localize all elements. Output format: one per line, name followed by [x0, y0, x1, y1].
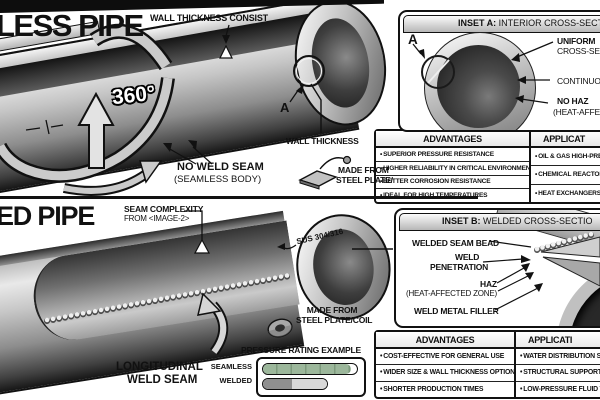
uniform-label-line2: CROSS-SE: [557, 46, 600, 56]
point-a-label: A: [280, 100, 290, 115]
welded-advantages-header: ADVANTAGES: [376, 332, 514, 349]
seamless-bar-label: SEAMLESS: [210, 362, 252, 371]
seam-complexity-label-line2: FROM <IMAGE-2>: [124, 214, 190, 223]
welded-advantages-column: ADVANTAGES COST-EFFECTIVE FOR GENERAL US…: [376, 332, 516, 397]
longitudinal-label-line1: LONGITUDINAL: [116, 361, 203, 373]
welded-pressure-fill: [263, 379, 327, 389]
advantage-item: SUPERIOR PRESSURE RESISTANCE: [376, 148, 529, 162]
seamless-body-label: (SEAMLESS BODY): [174, 174, 262, 185]
inset-b-panel: INSET B: WELDED CROSS-SECTIO WELDED SEAM…: [394, 208, 600, 328]
wall-thickness-label: WALL THICKNESS: [286, 136, 359, 146]
welded-applications-column: APPLICATI WATER DISTRIBUTION SSTRUCTURAL…: [516, 332, 600, 397]
no-weld-seam-label: NO WELD SEAM: [177, 161, 264, 173]
weld-penetration-label-line1: WELD: [455, 252, 480, 262]
inset-a-pipe-ring: [424, 32, 536, 130]
application-item: WATER DISTRIBUTION S: [516, 349, 600, 366]
made-from-coil-label-line1: MADE FROM: [306, 305, 358, 315]
inset-a-pipe-bore: [437, 45, 520, 128]
application-item: STRUCTURAL SUPPORT: [516, 365, 600, 382]
welded-seam-bead-label: WELDED SEAM BEAD: [412, 238, 499, 248]
advantage-item: BETTER CORROSION RESISTANCE: [376, 176, 529, 190]
welded-cutaway-opening: [27, 220, 300, 346]
application-item: OIL & GAS HIGH-PRES: [531, 148, 600, 167]
seamless-advantages-header: ADVANTAGES: [376, 131, 529, 148]
seamless-applications-header: APPLICAT: [531, 131, 600, 148]
no-haz-label-line1: NO HAZ: [557, 96, 589, 106]
seamless-advantages-list: SUPERIOR PRESSURE RESISTANCEHIGHER RELIA…: [376, 148, 529, 202]
advantage-item: HIGHER RELIABILITY IN CRITICAL ENVIRONME…: [376, 162, 529, 176]
seamless-pressure-track: [262, 363, 358, 375]
made-from-coil-label-line2: STEEL PLATE/COIL: [296, 315, 373, 325]
continuous-label: CONTINUO: [557, 76, 600, 86]
inset-a-header: INSET A: INTERIOR CROSS-SECTI: [403, 15, 600, 33]
seam-complexity-label-line1: SEAM COMPLEXITY: [124, 204, 204, 214]
inset-b-pipe-bore: [556, 260, 600, 326]
inset-b-header-text: WELDED CROSS-SECTIO: [480, 216, 593, 226]
seamless-pressure-fill: [263, 364, 352, 374]
welded-applications-header: APPLICATI: [516, 332, 600, 349]
seamless-applications-column: APPLICAT OIL & GAS HIGH-PRESCHEMICAL REA…: [531, 131, 600, 202]
application-item: LOW-PRESSURE FLUID T: [516, 382, 600, 397]
welded-advantages-list: COST-EFFECTIVE FOR GENERAL USEWIDER SIZE…: [376, 349, 514, 397]
pressure-rating-title: PRESSURE RATING EXAMPLE: [241, 345, 361, 355]
welded-applications-list: WATER DISTRIBUTION SSTRUCTURAL SUPPORTLO…: [516, 349, 600, 397]
weld-metal-filler-label: WELD METAL FILLER: [414, 306, 499, 316]
haz-label-line2: (HEAT-AFFECTED ZONE): [406, 289, 497, 298]
advantage-item: SHORTER PRODUCTION TIMES: [376, 382, 514, 397]
inset-b-header: INSET B: WELDED CROSS-SECTIO: [399, 213, 600, 231]
seamless-pipe-bore: [304, 13, 377, 113]
inset-a-header-text: INTERIOR CROSS-SECTI: [496, 18, 600, 28]
made-from-plate-label-line2: STEEL PLATE/: [336, 175, 393, 185]
inset-a-panel: INSET A: INTERIOR CROSS-SECTI A UNIFORM …: [398, 10, 600, 132]
steel-plate-icon: [298, 170, 338, 187]
longitudinal-label-line2: WELD SEAM: [127, 374, 198, 386]
welded-section-title: ED PIPE: [0, 201, 95, 231]
seamless-advantages-column: ADVANTAGES SUPERIOR PRESSURE RESISTANCEH…: [376, 131, 531, 202]
welded-bar-label: WELDED: [219, 376, 253, 385]
no-haz-label-line2: (HEAT-AFFE: [553, 107, 600, 117]
seamless-applications-list: OIL & GAS HIGH-PRESCHEMICAL REACTORSHEAT…: [531, 148, 600, 202]
advantage-item: COST-EFFECTIVE FOR GENERAL USE: [376, 349, 514, 366]
plate-roll-coil: [342, 155, 352, 165]
rotation-degrees-label: 360°: [110, 81, 157, 110]
advantage-item: IDEAL FOR HIGH TEMPERATURES: [376, 189, 529, 202]
uniform-label-line1: UNIFORM: [557, 36, 596, 46]
wall-thickness-consist-label: WALL THICKNESS CONSIST: [150, 13, 268, 23]
weld-penetration-label-line2: PENETRATION: [430, 262, 489, 272]
welded-table: ADVANTAGES COST-EFFECTIVE FOR GENERAL US…: [374, 330, 600, 399]
application-item: CHEMICAL REACTORS: [531, 166, 600, 185]
application-item: HEAT EXCHANGERS: [531, 185, 600, 202]
welded-pressure-track: [262, 378, 328, 390]
inset-a-header-prefix: INSET A:: [458, 18, 497, 28]
inset-a-point-label: A: [408, 32, 418, 47]
haz-label-line1: HAZ: [480, 279, 497, 289]
made-from-plate-label-line1: MADE FROM: [338, 165, 389, 175]
advantage-item: WIDER SIZE & WALL THICKNESS OPTIONS: [376, 365, 514, 382]
seamless-section-title: LESS PIPE: [0, 8, 144, 43]
section-divider-line: [0, 196, 478, 199]
steel-plate-icon-edge: [299, 179, 320, 190]
pressure-rating-box: [256, 357, 366, 397]
inset-b-header-prefix: INSET B:: [442, 216, 481, 226]
seamless-table: ADVANTAGES SUPERIOR PRESSURE RESISTANCEH…: [374, 129, 600, 204]
